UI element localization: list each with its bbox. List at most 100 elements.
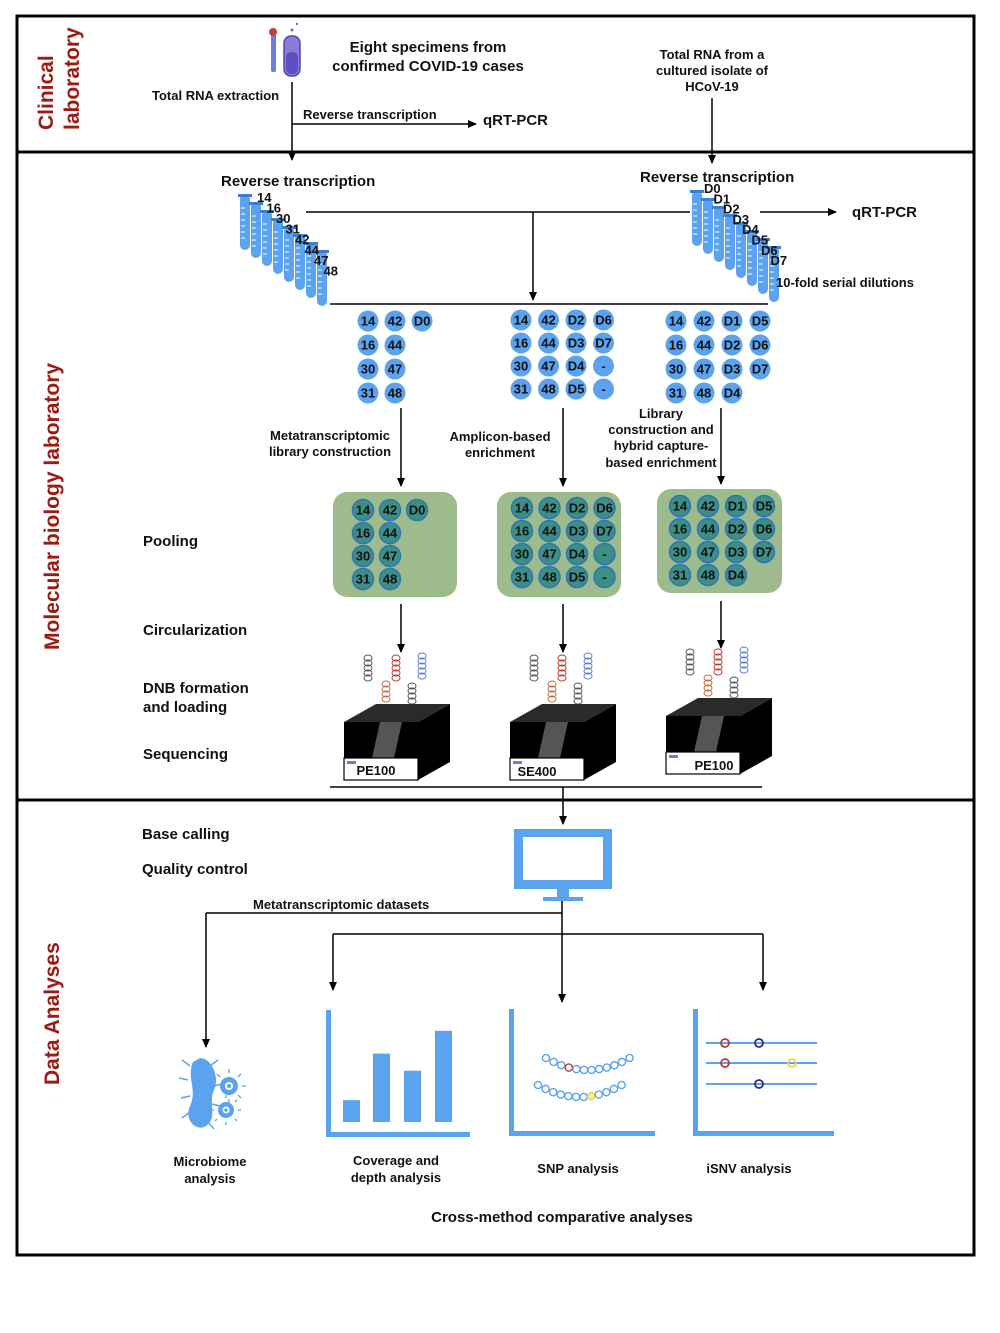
snp-bead xyxy=(541,1053,551,1063)
svg-text:14: 14 xyxy=(673,499,688,514)
svg-text:D4: D4 xyxy=(724,386,741,401)
sample-circle: D5 xyxy=(565,565,589,589)
svg-text:48: 48 xyxy=(388,386,402,401)
clinical-rt-label: Reverse transcription xyxy=(303,107,437,122)
snp-bead xyxy=(579,1065,589,1075)
svg-text:D2: D2 xyxy=(569,501,586,516)
sample-circle: 42 xyxy=(538,496,561,520)
svg-text:31: 31 xyxy=(515,570,529,585)
svg-text:D3: D3 xyxy=(568,336,585,351)
dilution-label: D6 xyxy=(761,243,778,258)
sample-circle: D3 xyxy=(565,332,587,354)
sample-circle: 47 xyxy=(378,544,402,568)
group3-method-line4: based enrichment xyxy=(605,455,717,470)
isolate-label-line1: Total RNA from a xyxy=(660,47,765,62)
dilution-label: D5 xyxy=(752,233,769,248)
sample-tube xyxy=(734,222,748,278)
microbiome-label-line2: analysis xyxy=(184,1171,235,1186)
snp-bead xyxy=(572,1064,581,1074)
coverage-chart-icon xyxy=(326,1010,470,1137)
group1-method-line2: library construction xyxy=(269,444,391,459)
sample-circle: - xyxy=(593,565,616,589)
svg-text:D1: D1 xyxy=(724,314,741,329)
snp-bead xyxy=(594,1090,604,1099)
svg-text:48: 48 xyxy=(697,386,711,401)
svg-text:42: 42 xyxy=(697,314,711,329)
sample-circle: 47 xyxy=(693,358,715,380)
dilution-label: D4 xyxy=(742,222,759,237)
snp-bead xyxy=(625,1053,634,1063)
data-section-title: Data Analyses xyxy=(41,942,64,1085)
sample-circle: 42 xyxy=(384,310,406,332)
tube-label: 47 xyxy=(314,253,328,268)
sample-circle: D6 xyxy=(593,496,616,520)
svg-text:31: 31 xyxy=(356,572,370,587)
sample-circle: D3 xyxy=(565,519,589,543)
coverage-label-line2: depth analysis xyxy=(351,1170,441,1185)
sample-circle: 14 xyxy=(510,496,534,520)
sample-circle: D6 xyxy=(593,309,614,331)
coverage-bar xyxy=(404,1070,421,1122)
svg-text:30: 30 xyxy=(356,549,370,564)
computer-monitor-icon xyxy=(514,829,612,901)
svg-text:D7: D7 xyxy=(595,336,612,351)
svg-text:31: 31 xyxy=(514,382,528,397)
platform-label-1: PE100 xyxy=(356,763,395,778)
svg-text:D7: D7 xyxy=(596,524,613,539)
sample-circle: 30 xyxy=(357,358,379,380)
specimens-label-line1: Eight specimens from xyxy=(350,39,507,56)
dnb-label-line1: DNB formation xyxy=(143,680,249,697)
rt-left-label: Reverse transcription xyxy=(221,173,375,190)
sample-circle: 16 xyxy=(351,521,375,545)
snp-bead xyxy=(609,1084,619,1094)
sample-tube xyxy=(271,218,285,274)
sample-circle: 48 xyxy=(384,382,406,404)
isolate-label-line2: cultured isolate of xyxy=(656,63,769,78)
base-calling-label: Base calling xyxy=(142,826,230,843)
svg-text:D3: D3 xyxy=(728,545,745,560)
svg-text:-: - xyxy=(601,382,605,397)
tube-label: 14 xyxy=(257,190,272,205)
group3-method-line1: Library xyxy=(639,406,684,421)
svg-text:D0: D0 xyxy=(414,314,431,329)
svg-text:16: 16 xyxy=(515,524,529,539)
sample-tube xyxy=(723,214,737,270)
svg-text:48: 48 xyxy=(701,568,715,583)
sample-circle: 44 xyxy=(693,334,715,356)
svg-text:D7: D7 xyxy=(756,545,773,560)
sample-circle: D1 xyxy=(721,310,743,332)
sample-circle: D0 xyxy=(411,310,433,332)
circularization-label: Circularization xyxy=(143,622,247,639)
svg-text:44: 44 xyxy=(383,526,398,541)
sample-circle: D7 xyxy=(593,332,614,354)
sample-circle: - xyxy=(593,355,614,377)
svg-text:31: 31 xyxy=(673,568,687,583)
svg-text:D5: D5 xyxy=(752,314,769,329)
svg-text:-: - xyxy=(602,570,606,585)
sample-circle: 30 xyxy=(510,542,534,566)
svg-text:D3: D3 xyxy=(724,362,741,377)
isolate-label-line3: HCoV-19 xyxy=(685,79,738,94)
sample-circle: D4 xyxy=(565,542,589,566)
sample-tube xyxy=(701,198,715,254)
svg-text:D2: D2 xyxy=(568,313,585,328)
microbiome-label-line1: Microbiome xyxy=(174,1154,247,1169)
coverage-bar xyxy=(343,1100,360,1122)
sample-circle: 42 xyxy=(538,309,559,331)
sample-circle: D6 xyxy=(749,334,771,356)
svg-text:D6: D6 xyxy=(595,313,612,328)
sample-circle: 42 xyxy=(693,310,715,332)
svg-text:D5: D5 xyxy=(756,499,773,514)
sample-circle: D2 xyxy=(565,496,589,520)
snp-bead xyxy=(571,1092,581,1102)
sample-circle: D7 xyxy=(752,540,776,564)
sample-tube xyxy=(249,202,263,258)
sequencer-3 xyxy=(665,646,772,775)
sequencing-label: Sequencing xyxy=(143,746,228,763)
svg-text:D5: D5 xyxy=(568,382,585,397)
svg-text:14: 14 xyxy=(515,501,530,516)
sample-circle: 44 xyxy=(378,521,402,545)
svg-text:44: 44 xyxy=(697,338,712,353)
